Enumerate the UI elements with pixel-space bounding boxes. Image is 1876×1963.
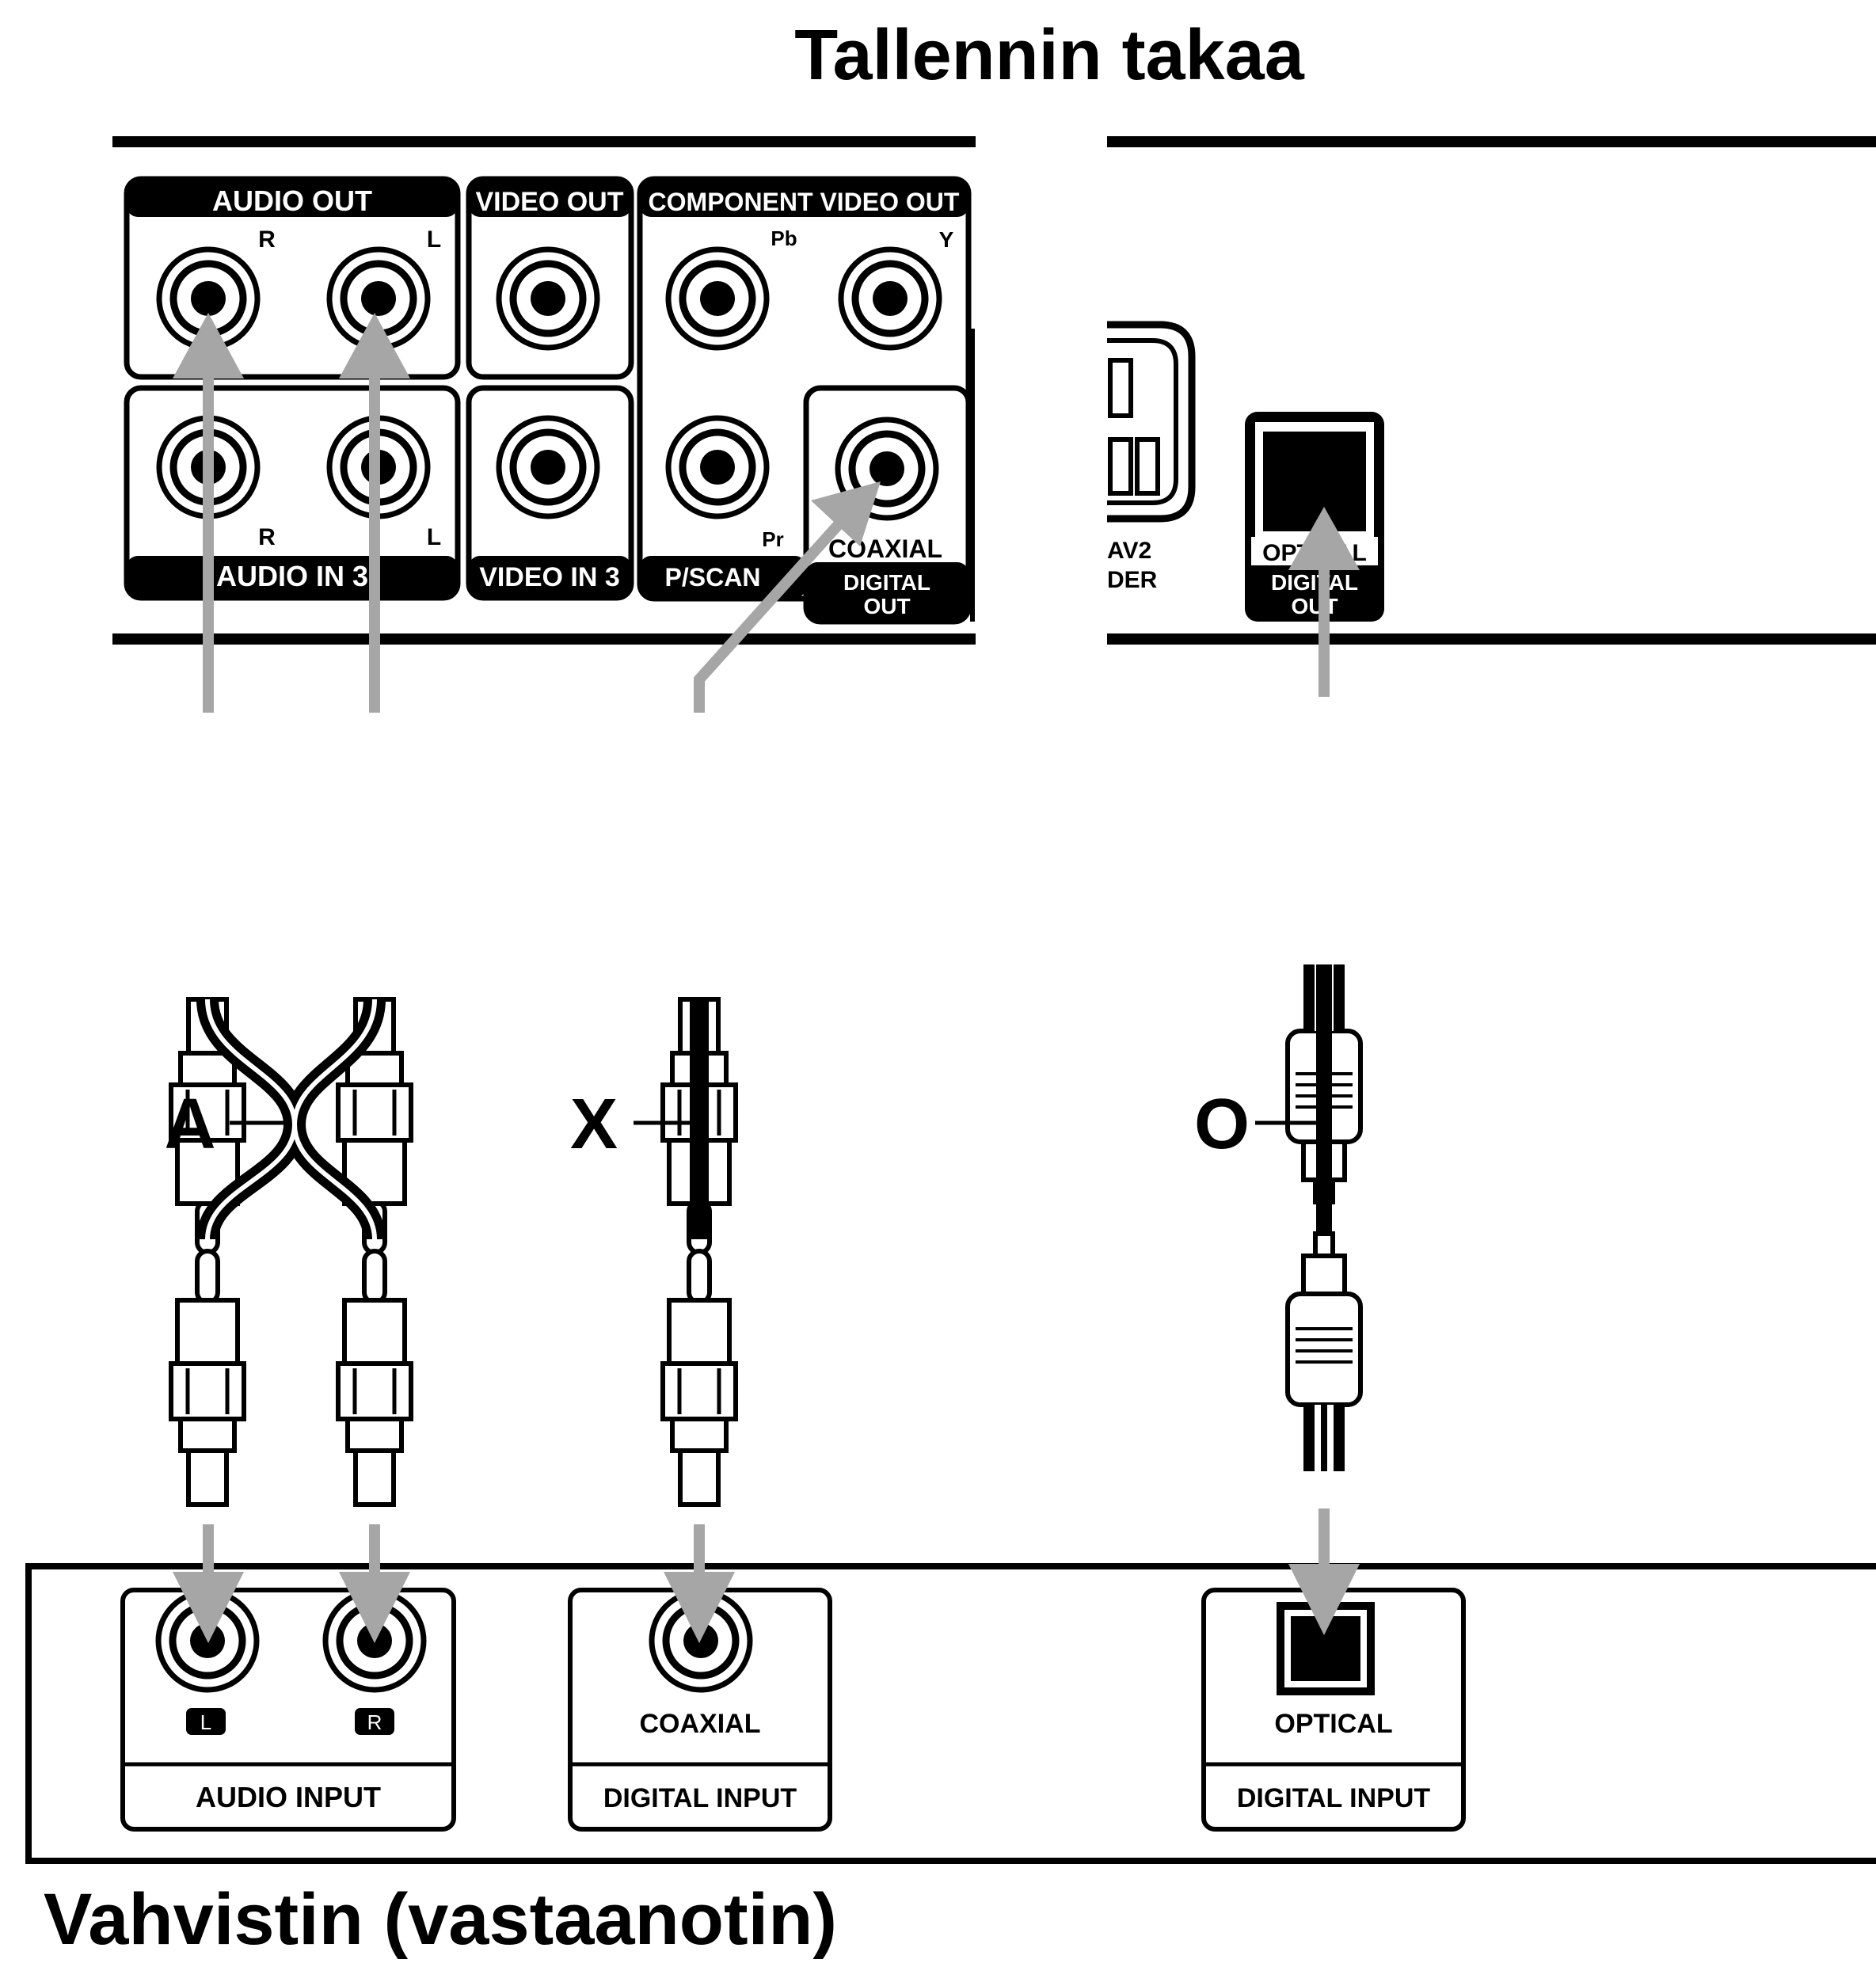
cable-o-label: O (1194, 1085, 1250, 1164)
coaxial-cable-x: X (570, 999, 736, 1505)
optical-digital-input-label: DIGITAL INPUT (1237, 1783, 1431, 1813)
pr-jack (668, 418, 767, 516)
audio-in-3-l-label: L (427, 524, 441, 550)
audio-out-label: AUDIO OUT (212, 185, 372, 217)
optical-out-port (1263, 432, 1366, 531)
audio-out-r-label: R (258, 226, 276, 253)
optical-input-label: OPTICAL (1274, 1709, 1392, 1739)
audio-cable-a: A (165, 999, 412, 1505)
optical-digital-out-label-1: DIGITAL (1271, 570, 1358, 595)
pr-label: Pr (762, 527, 783, 551)
cable-x-label: X (570, 1085, 618, 1164)
pb-jack (668, 249, 767, 348)
arrow-shaft-coaxial (694, 511, 852, 713)
y-jack (841, 249, 939, 348)
y-label: Y (939, 227, 954, 252)
arrow-audio-l-head (339, 313, 410, 379)
audio-out-l-label: L (427, 226, 441, 253)
optical-cable-o: O (1194, 964, 1360, 1471)
arrow-coaxial-input-head (664, 1572, 735, 1643)
coaxial-input-label: COAXIAL (640, 1709, 761, 1739)
power-socket-partial (1107, 321, 1196, 523)
arrow-optical-input-head (1288, 1564, 1360, 1635)
audio-plug-bottom-left (171, 1251, 244, 1505)
arrow-audio-r-head (173, 313, 244, 379)
arrow-coaxial-head (811, 481, 881, 546)
component-video-out-label: COMPONENT VIDEO OUT (649, 188, 960, 216)
p-scan-label: P/SCAN (665, 563, 761, 592)
recorder-rear-panel-right: AV2 DER OPTICAL DIGITAL OUT (1107, 136, 1876, 645)
video-in-3-jack (499, 418, 597, 516)
audio-in-3-label: AUDIO IN 3 (216, 560, 368, 592)
video-in-3-label: VIDEO IN 3 (479, 562, 620, 592)
audio-input-label: AUDIO INPUT (196, 1781, 381, 1813)
arrow-audio-input-r-head (339, 1572, 410, 1643)
arrow-shaft-audio-r (203, 356, 214, 713)
audio-plug-bottom-right (338, 1251, 411, 1505)
recorder-title: Tallennin takaa (794, 16, 1304, 95)
arrow-shaft-optical (1319, 554, 1330, 697)
recorder-rear-panel: AUDIO OUT R L VIDEO OUT COMPONENT VIDEO … (112, 136, 976, 645)
digital-out-label-2: OUT (863, 594, 910, 618)
optical-plug-bottom (1288, 1234, 1360, 1471)
der-fragment-label: DER (1107, 567, 1158, 593)
coaxial-out-label: COAXIAL (828, 534, 942, 563)
coaxial-digital-input-label: DIGITAL INPUT (603, 1783, 797, 1813)
cable-a-label: A (165, 1085, 216, 1164)
av2-fragment-label: AV2 (1107, 538, 1151, 564)
audio-in-3-r-label: R (258, 524, 276, 550)
pb-label: Pb (771, 226, 797, 250)
amplifier-title: Vahvistin (vastaanotin) (44, 1879, 837, 1960)
arrow-optical-head (1288, 507, 1360, 570)
video-out-jack (499, 249, 597, 348)
optical-digital-out-label-2: OUT (1291, 594, 1338, 618)
arrow-shaft-audio-l (369, 356, 380, 713)
coaxial-plug-bottom (663, 1251, 736, 1505)
audio-input-r-badge: R (367, 1710, 382, 1734)
amplifier-rear-panel: L R AUDIO INPUT COAXIAL DIGITAL INPUT OP… (25, 1563, 1876, 1864)
video-out-label: VIDEO OUT (475, 187, 623, 217)
arrow-audio-input-l-head (173, 1572, 244, 1643)
connection-arrows (173, 313, 1360, 1643)
digital-out-label-1: DIGITAL (843, 570, 930, 595)
audio-input-l-badge: L (200, 1710, 211, 1734)
